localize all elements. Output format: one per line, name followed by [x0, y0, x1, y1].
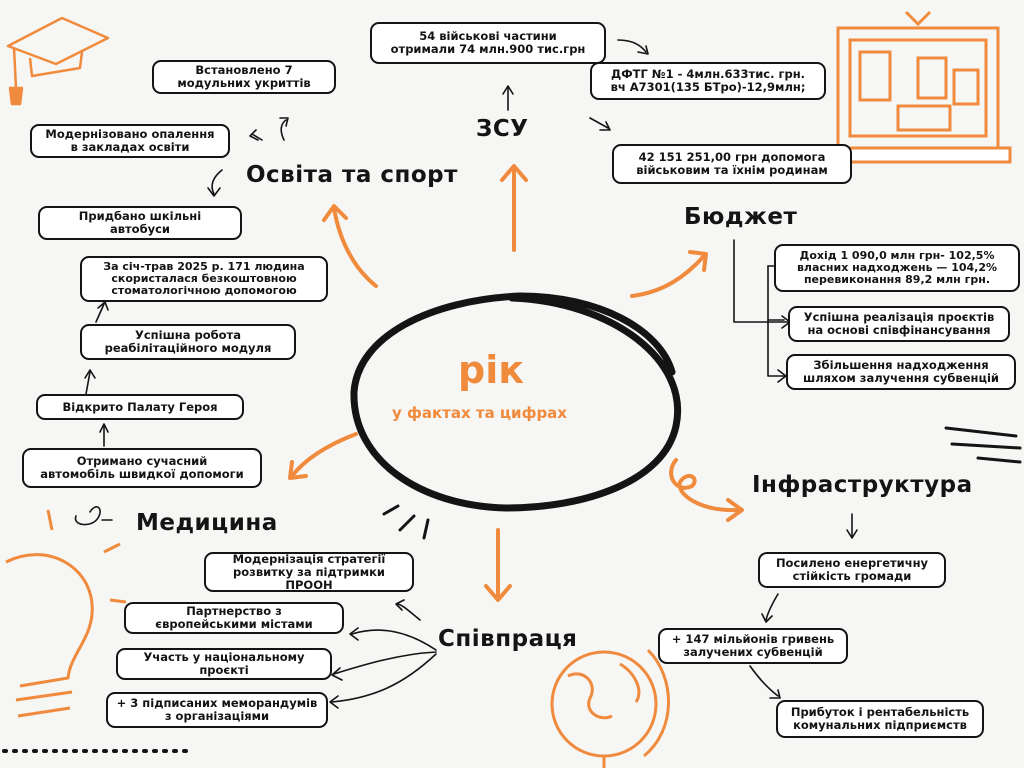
zsu-fact-box: 42 151 251,00 грн допомога військовим та… — [612, 144, 852, 184]
whiteboard-icon — [824, 10, 1012, 164]
coop-fact-box: Участь у національному проєкті — [116, 648, 332, 680]
main-arrows — [288, 164, 744, 602]
budget-fact-box: Збільшення надходження шляхом залучення … — [786, 354, 1016, 390]
speed-lines — [944, 426, 1022, 464]
infra-fact-box: Посилено енергетичну стійкість громади — [758, 552, 946, 588]
budget-fact-box: Успішна реалізація проєктів на основі сп… — [788, 306, 1010, 342]
budget-fact-box: Дохід 1 090,0 млн грн- 102,5% власних на… — [774, 244, 1020, 292]
header-osvita: Освіта та спорт — [246, 162, 458, 188]
medicine-fact-box: За січ-трав 2025 р. 171 людина скористал… — [80, 256, 328, 302]
header-budget: Бюджет — [684, 204, 798, 230]
header-coop: Співпраця — [438, 626, 578, 652]
infra-fact-box: + 147 мільйонів гривень залучених субвен… — [658, 628, 848, 664]
coop-fact-box: Модернізація стратегії розвитку за підтр… — [204, 552, 414, 592]
header-infra: Інфраструктура — [752, 472, 973, 498]
osvita-fact-box: Придбано шкільні автобуси — [38, 206, 242, 240]
light-bulb-icon — [5, 509, 127, 718]
zsu-fact-box: 54 військові частини отримали 74 млн.900… — [370, 22, 606, 64]
accent-marks — [382, 504, 430, 540]
osvita-fact-box: Встановлено 7 модульних укриттів — [152, 60, 336, 94]
center-title: рік — [458, 348, 525, 392]
center-circle — [350, 292, 682, 512]
header-zsu: ЗСУ — [476, 116, 529, 142]
center-subtitle: у фактах та цифрах — [392, 404, 567, 422]
medicine-fact-box: Відкрито Палату Героя — [36, 394, 244, 420]
zsu-fact-box: ДФТГ №1 - 4млн.633тис. грн. вч А7301(135… — [590, 62, 826, 100]
coop-fact-box: + 3 підписаних меморандумів з організаці… — [106, 692, 328, 728]
graduation-cap-icon — [6, 16, 110, 106]
header-medicine: Медицина — [136, 510, 278, 536]
osvita-fact-box: Модернізовано опалення в закладах освіти — [30, 124, 230, 158]
coop-fact-box: Партнерство з європейськими містами — [124, 602, 344, 634]
medicine-fact-box: Успішна робота реабілітаційного модуля — [80, 324, 296, 360]
connector-lines — [74, 39, 858, 709]
medicine-fact-box: Отримано сучасний автомобіль швидкої доп… — [22, 448, 262, 488]
globe-icon — [550, 648, 670, 768]
infra-fact-box: Прибуток і рентабельність комунальних пі… — [776, 700, 984, 738]
